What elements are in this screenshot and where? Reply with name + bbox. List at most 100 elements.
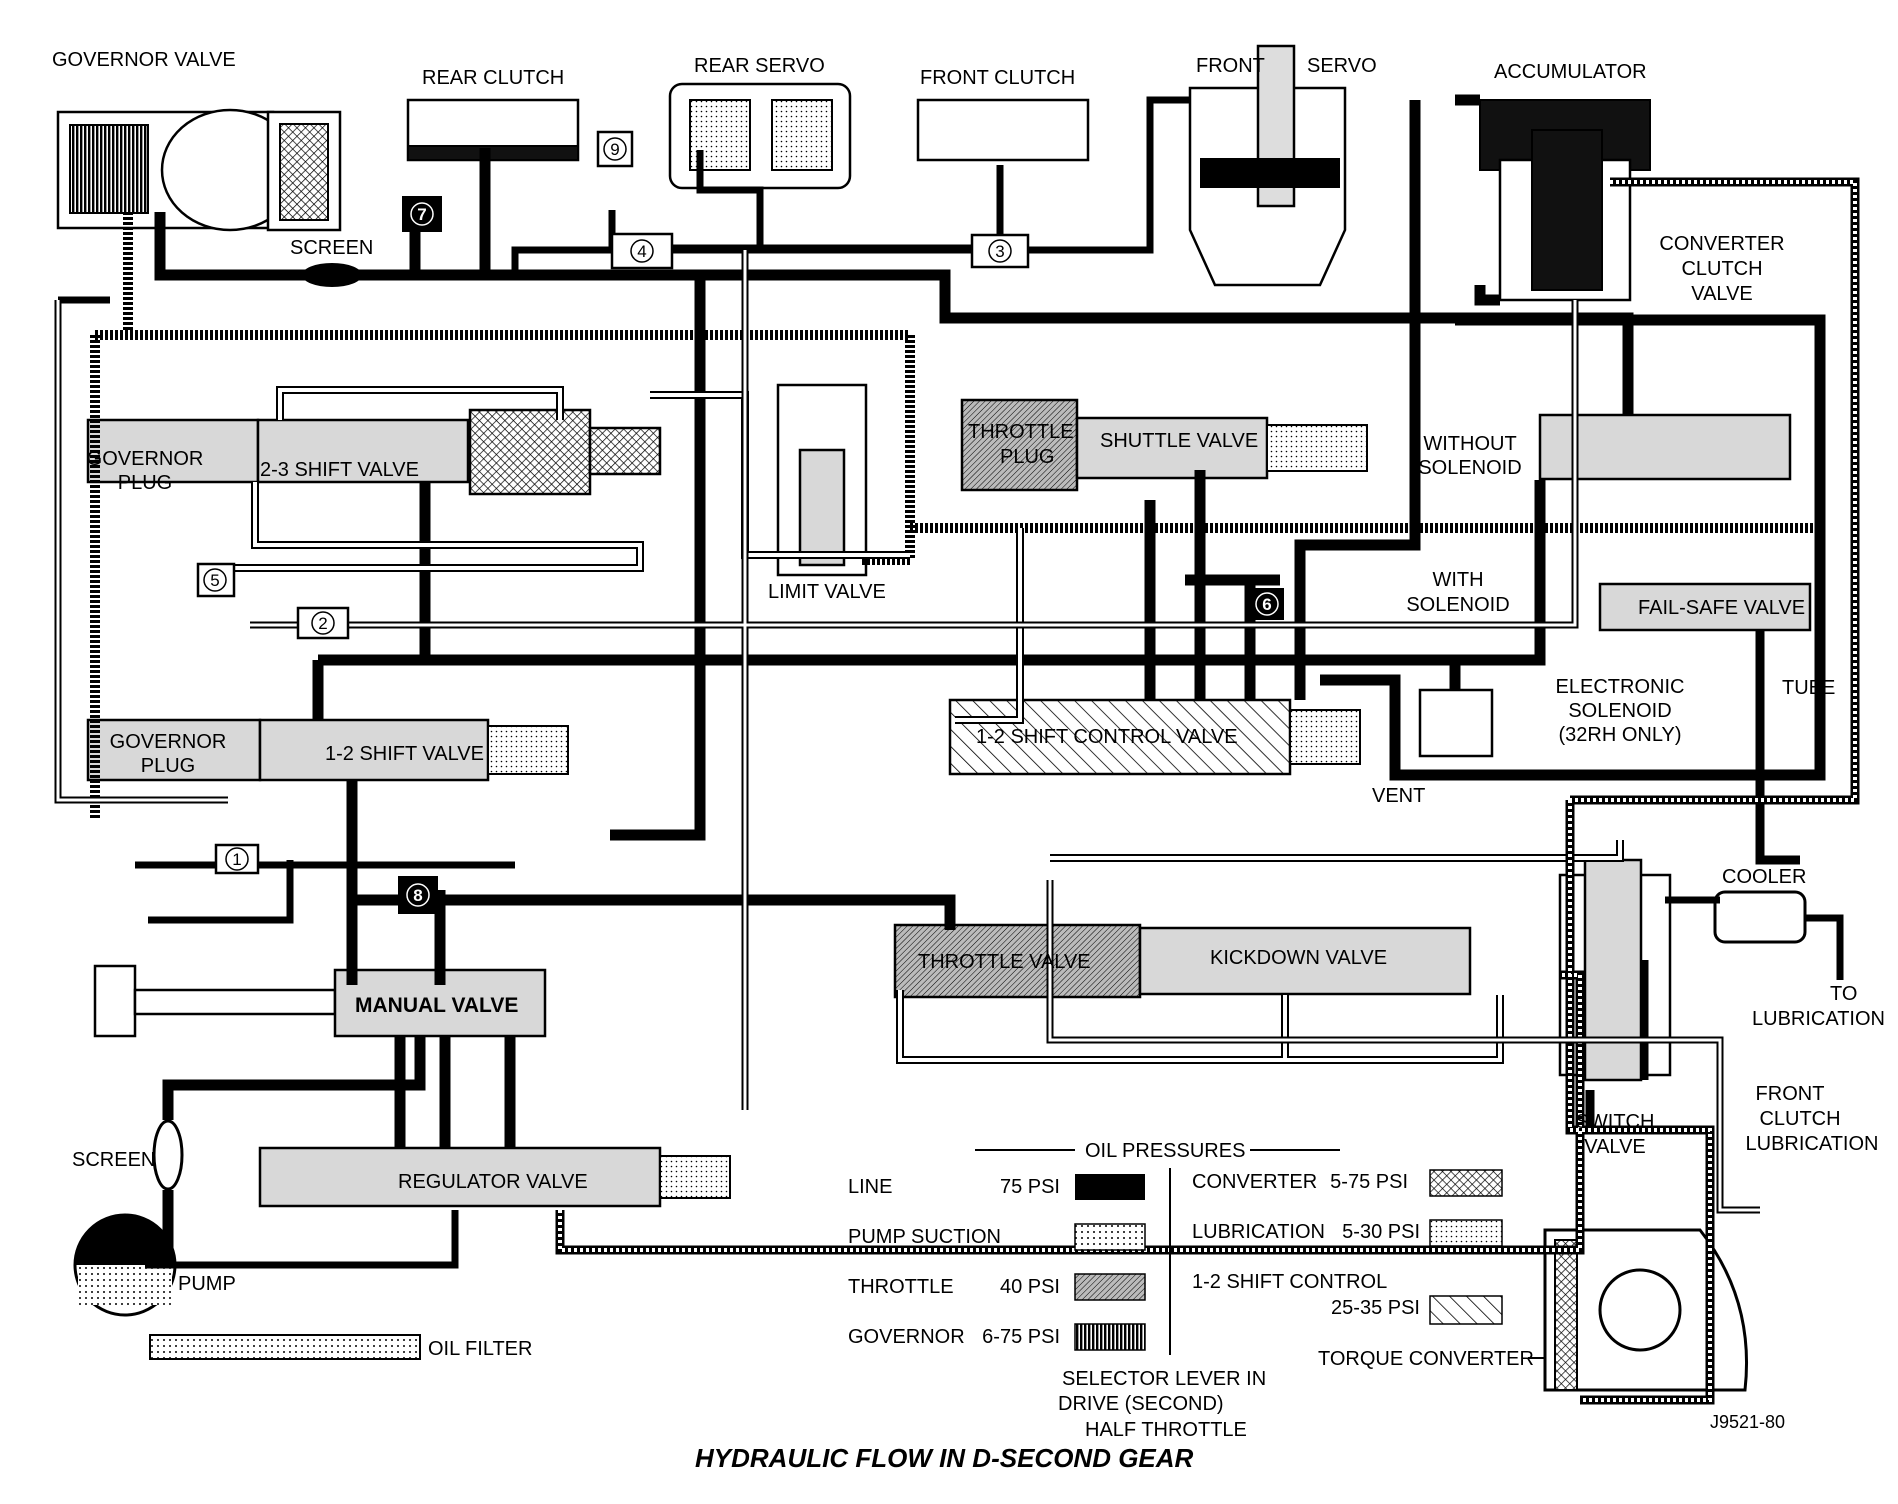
label-fail-safe-valve: FAIL-SAFE VALVE [1638, 597, 1805, 619]
legend-shift-control-value: 25-35 PSI [1331, 1297, 1420, 1319]
label-electronic-solenoid-2: SOLENOID [1568, 700, 1671, 722]
legend-pump-suction-name: PUMP SUCTION [848, 1226, 1001, 1248]
throttle-plug [960, 398, 1079, 492]
circuit-number-9-text: 9 [610, 140, 619, 159]
shuttle-valve [1075, 416, 1368, 480]
circuit-number-3-text: 3 [995, 242, 1004, 261]
label-throttle-plug-2: PLUG [1000, 446, 1054, 468]
shift-valve-1-2 [258, 718, 569, 782]
cooler [1713, 890, 1807, 944]
circuit-number-4: 4 [610, 232, 674, 270]
label-screen-lower: SCREEN [72, 1149, 155, 1171]
label-front-clutch-lubrication-3: LUBRICATION [1746, 1133, 1879, 1155]
label-regulator-valve: REGULATOR VALVE [398, 1171, 588, 1193]
legend-pump-suction: PUMP SUCTION [848, 1223, 1146, 1251]
throttle-pressure-passages-inner [225, 388, 1622, 1062]
throttle-valve [893, 923, 1142, 999]
legend-line-value: 75 PSI [1000, 1176, 1060, 1198]
label-accumulator: ACCUMULATOR [1494, 61, 1647, 83]
label-kickdown-valve: KICKDOWN VALVE [1210, 947, 1387, 969]
figure-id: J9521-80 [1710, 1412, 1785, 1432]
label-governor-plug-upper-2: PLUG [118, 472, 172, 494]
selector-lever-line-2: DRIVE (SECOND) [1058, 1393, 1224, 1415]
manual-valve [93, 964, 547, 1038]
converter-pressure-passages-inner [558, 180, 1857, 1402]
electronic-solenoid [1418, 688, 1494, 758]
legend-shift-control-name: 1-2 SHIFT CONTROL [1192, 1271, 1387, 1293]
label-shuttle-valve: SHUTTLE VALVE [1100, 430, 1258, 452]
label-converter-clutch-valve-3: VALVE [1691, 283, 1753, 305]
legend-governor: GOVERNOR 6-75 PSI [848, 1323, 1146, 1351]
converter-pressure-passages [555, 177, 1860, 1405]
label-tube: TUBE [1782, 677, 1835, 699]
label-electronic-solenoid-1: ELECTRONIC [1556, 676, 1685, 698]
legend-lubrication-value: 5-30 PSI [1342, 1221, 1420, 1243]
label-converter-clutch-valve-1: CONVERTER [1659, 233, 1784, 255]
limit-valve [776, 383, 868, 577]
legend-governor-name: GOVERNOR [848, 1326, 965, 1348]
converter-clutch-valve [1538, 413, 1792, 481]
label-front: FRONT [1196, 55, 1265, 77]
legend-shift-control: 1-2 SHIFT CONTROL 25-35 PSI [1192, 1271, 1503, 1325]
label-without-solenoid-2: SOLENOID [1418, 457, 1521, 479]
circuit-number-2: 2 [296, 606, 350, 640]
label-servo: SERVO [1307, 55, 1377, 77]
rear-servo [668, 82, 852, 190]
legend-converter: CONVERTER 5-75 PSI [1192, 1169, 1503, 1197]
shift-valve-2-3 [256, 408, 662, 496]
lubrication-passages-inner [56, 250, 1760, 1212]
label-electronic-solenoid-3: (32RH ONLY) [1559, 724, 1682, 746]
circuit-number-4-text: 4 [637, 242, 646, 261]
selector-lever-line-1: SELECTOR LEVER IN [1062, 1368, 1266, 1390]
circuit-number-8: 8 [398, 876, 438, 914]
legend-lubrication-name: LUBRICATION [1192, 1221, 1325, 1243]
legend-heading: OIL PRESSURES [1085, 1140, 1245, 1162]
legend-throttle-value: 40 PSI [1000, 1276, 1060, 1298]
label-pump: PUMP [178, 1273, 236, 1295]
circuit-number-8-text: 8 [413, 886, 422, 905]
front-clutch [916, 98, 1090, 162]
label-to-lubrication-2: LUBRICATION [1752, 1008, 1885, 1030]
figure-title: HYDRAULIC FLOW IN D-SECOND GEAR [695, 1443, 1194, 1473]
label-cooler: COOLER [1722, 866, 1806, 888]
label-limit-valve: LIMIT VALVE [768, 581, 886, 603]
label-throttle-plug-1: THROTTLE [968, 421, 1074, 443]
label-governor-plug-lower-2: PLUG [141, 755, 195, 777]
label-screen-upper: SCREEN [290, 237, 373, 259]
circuit-number-5: 5 [196, 562, 236, 598]
label-with-solenoid-2: SOLENOID [1406, 594, 1509, 616]
governor-pressure-passages [90, 212, 1820, 820]
legend-line: LINE 75 PSI [848, 1174, 1145, 1200]
circuit-number-3: 3 [970, 233, 1030, 269]
label-throttle-valve: THROTTLE VALVE [918, 951, 1091, 973]
circuit-number-5-text: 5 [210, 571, 219, 590]
label-vent: VENT [1372, 785, 1425, 807]
circuit-number-1-text: 1 [232, 850, 241, 869]
governor-assembly [56, 108, 342, 232]
label-rear-clutch: REAR CLUTCH [422, 67, 564, 89]
regulator-valve [258, 1146, 731, 1208]
label-torque-converter: TORQUE CONVERTER [1318, 1348, 1534, 1370]
label-manual-valve: MANUAL VALVE [355, 994, 518, 1017]
label-shift-valve-1-2: 1-2 SHIFT VALVE [325, 743, 484, 765]
rear-clutch [406, 98, 580, 162]
circuit-number-1: 1 [214, 843, 260, 875]
label-with-solenoid-1: WITH [1432, 569, 1483, 591]
legend-converter-name: CONVERTER [1192, 1171, 1317, 1193]
label-front-clutch: FRONT CLUTCH [920, 67, 1075, 89]
legend-line-name: LINE [848, 1176, 892, 1198]
torque-converter [1543, 1228, 1749, 1392]
circuit-number-9: 9 [596, 130, 634, 168]
label-converter-clutch-valve-2: CLUTCH [1681, 258, 1762, 280]
screen-upper [302, 263, 362, 287]
circuit-number-6-text: 6 [1262, 595, 1271, 614]
circuit-number-6: 6 [1250, 588, 1284, 620]
legend-throttle: THROTTLE 40 PSI [848, 1273, 1146, 1301]
label-to-lubrication-1: TO [1830, 983, 1857, 1005]
label-governor-plug-upper-1: GOVERNOR [87, 448, 204, 470]
label-rear-servo: REAR SERVO [694, 55, 825, 77]
circuit-number-2-text: 2 [318, 614, 327, 633]
pump-assembly [73, 1119, 184, 1317]
accumulator [1479, 99, 1651, 302]
circuit-number-7-text: 7 [417, 205, 426, 224]
